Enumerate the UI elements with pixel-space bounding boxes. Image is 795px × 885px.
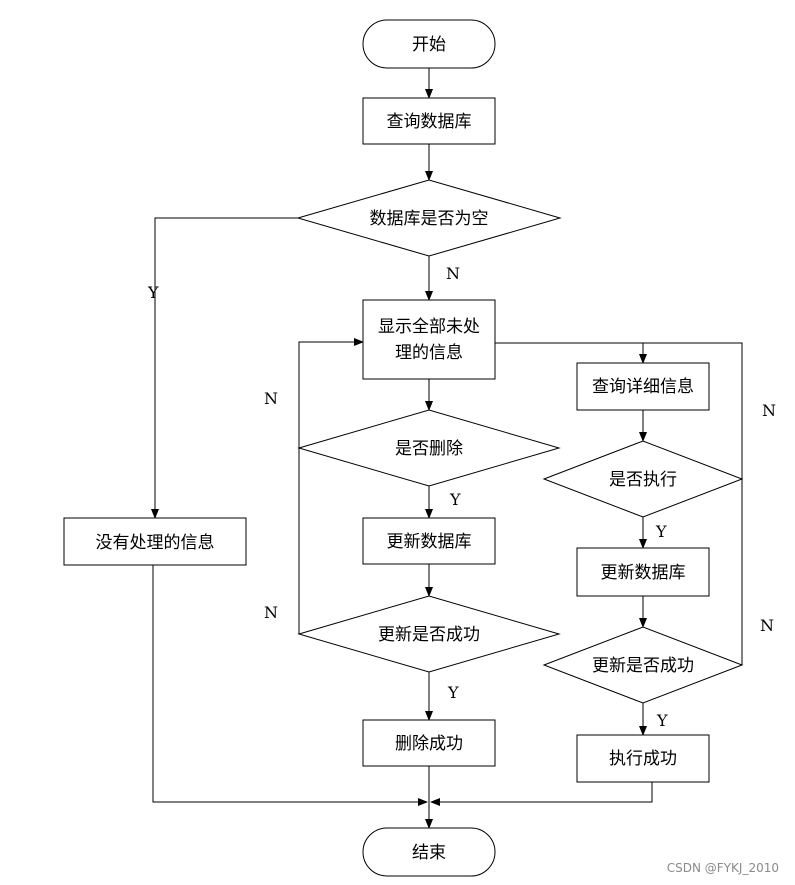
decision-execute: 是否执行	[542, 440, 744, 518]
decision-update-right: 更新是否成功	[542, 626, 744, 704]
label-delete-no: N	[264, 389, 278, 408]
label-db-empty-yes: Y	[147, 283, 159, 302]
node-execute-ok: 执行成功	[576, 734, 710, 783]
label-update-left-no: N	[264, 603, 278, 622]
node-end: 结束	[362, 827, 496, 877]
decision-delete: 是否删除	[297, 409, 561, 487]
edge-no-info-to-end	[152, 565, 428, 806]
node-start: 开始	[362, 19, 496, 69]
decision-update-left-label: 更新是否成功	[378, 625, 480, 645]
node-query-db: 查询数据库	[362, 97, 496, 145]
label-execute-yes: Y	[655, 522, 667, 541]
label-execute-no: N	[762, 401, 776, 420]
decision-delete-label: 是否删除	[395, 439, 463, 459]
node-show-unprocessed-line1: 显示全部未处	[378, 317, 480, 337]
node-no-info-label: 没有处理的信息	[96, 533, 215, 553]
node-show-unprocessed: 显示全部未处 理的信息	[362, 299, 496, 380]
node-query-detail: 查询详细信息	[576, 362, 710, 411]
decision-update-right-label: 更新是否成功	[592, 656, 694, 676]
edge-delete-no	[298, 338, 364, 448]
edge-execute-ok-to-end	[430, 782, 653, 806]
node-show-unprocessed-line2: 理的信息	[395, 343, 463, 363]
edge-empty-yes	[151, 217, 298, 519]
edge-show-to-detail	[495, 342, 647, 364]
node-end-label: 结束	[412, 843, 446, 863]
decision-db-empty: 数据库是否为空	[296, 179, 562, 257]
label-db-empty-no: N	[446, 264, 460, 283]
decision-execute-label: 是否执行	[609, 470, 677, 490]
node-update-db-right: 更新数据库	[576, 547, 710, 597]
branch-labels: Y N N Y N Y N Y N Y	[147, 264, 776, 730]
decision-update-left: 更新是否成功	[297, 595, 561, 673]
label-update-right-no: N	[760, 616, 774, 635]
label-update-left-yes: Y	[447, 683, 459, 702]
node-start-label: 开始	[412, 35, 446, 55]
node-update-db-left-label: 更新数据库	[387, 532, 472, 552]
node-no-info: 没有处理的信息	[63, 517, 247, 566]
node-query-db-label: 查询数据库	[387, 112, 472, 132]
edge-execute-no	[643, 342, 743, 479]
node-delete-ok: 删除成功	[362, 719, 496, 767]
node-update-db-left: 更新数据库	[362, 517, 496, 565]
connectors	[151, 68, 743, 829]
node-update-db-right-label: 更新数据库	[601, 563, 686, 583]
node-delete-ok-label: 删除成功	[395, 734, 463, 754]
decision-db-empty-label: 数据库是否为空	[370, 209, 489, 229]
node-query-detail-label: 查询详细信息	[592, 377, 694, 397]
label-update-right-yes: Y	[656, 711, 668, 730]
watermark: CSDN @FYKJ_2010	[666, 861, 779, 875]
label-delete-yes: Y	[449, 490, 461, 509]
node-execute-ok-label: 执行成功	[609, 749, 677, 769]
